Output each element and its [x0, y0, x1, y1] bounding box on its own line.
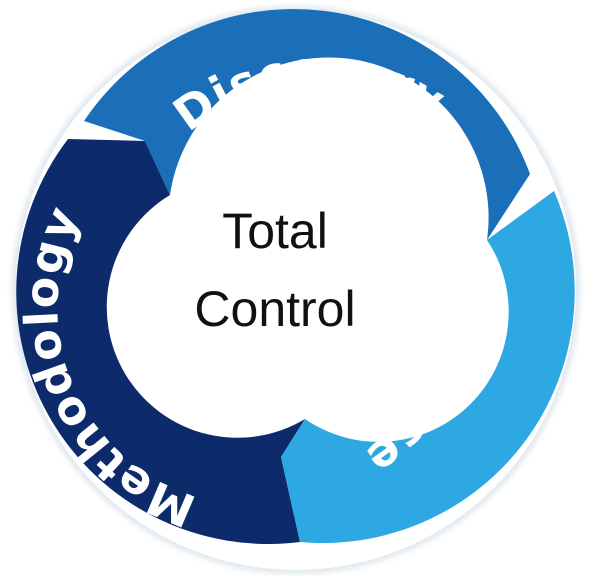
segment-licenses	[281, 191, 575, 544]
center-title-line1: Total	[222, 203, 328, 259]
inner-circle	[147, 150, 403, 406]
center-title-line2: Control	[194, 281, 355, 337]
segment-discovery	[84, 9, 530, 240]
segment-methodology	[16, 139, 306, 545]
